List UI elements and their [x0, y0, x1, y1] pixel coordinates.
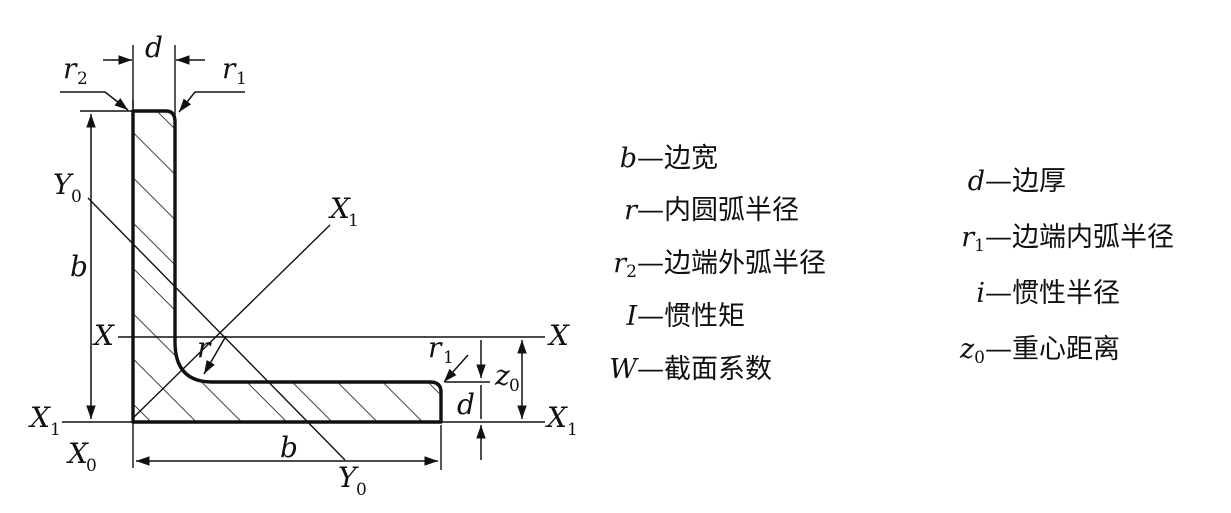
label-b-left: b	[70, 250, 88, 283]
label-y0-bottom-sub: 0	[356, 480, 367, 500]
legend-right-symbol-1: r1	[961, 222, 985, 256]
legend-right-text-0: —边厚	[985, 166, 1066, 197]
label-x-right: X	[547, 319, 570, 352]
legend-left-symbol-0: b	[620, 143, 637, 174]
label-x0: X	[66, 437, 89, 470]
label-r1-toe-sub: 1	[443, 348, 454, 368]
legend-left-text-1: —内圆弧半径	[637, 195, 799, 226]
legend-right-text-2: —惯性半径	[985, 278, 1120, 309]
label-x1-top: X	[328, 192, 351, 225]
label-d-top: d	[145, 31, 163, 64]
label-r1-toe: r	[428, 331, 443, 364]
label-r-inner: r	[197, 331, 212, 364]
legend-left-symbol-1: r	[624, 195, 639, 226]
r1-toe-leader	[443, 354, 469, 383]
axes	[62, 45, 545, 470]
y0-axis-line	[87, 197, 346, 461]
label-x1-right: X	[545, 401, 568, 434]
legend-left-text-4: —截面系数	[637, 354, 772, 385]
label-r1: r	[222, 52, 237, 85]
label-x1-left: X	[28, 401, 51, 434]
legend-left-symbol-3: I	[625, 301, 638, 332]
legend-left: b —边宽 r —内圆弧半径 r2 —边端外弧半径 I —惯性矩 W —截面系数	[609, 143, 826, 385]
label-z0: z	[494, 359, 510, 392]
label-z0-sub: 0	[509, 376, 520, 396]
label-y0-top: Y	[53, 168, 74, 201]
legend-left-symbol-2: r2	[613, 248, 637, 282]
dimension-lines	[60, 55, 527, 466]
legend-right-symbol-2: i	[976, 278, 985, 309]
label-x0-sub: 0	[86, 456, 97, 476]
diagram-labels: d r 2 r 1 Y 0 X 1 b X X r r 1 z 0 d X 1 …	[28, 31, 578, 500]
legend-left-text-3: —惯性矩	[637, 301, 745, 332]
legend-right-text-1: —边端内弧半径	[985, 222, 1174, 253]
section-hatching	[133, 111, 441, 422]
legend-right-text-3: —重心距离	[985, 334, 1120, 365]
label-d-right: d	[457, 388, 475, 421]
angle-section	[131, 109, 443, 424]
r-inner-leader	[203, 335, 227, 375]
r2-leader	[60, 91, 129, 111]
x1-diagonal-axis-line	[132, 224, 331, 419]
label-r2-sub: 2	[77, 69, 88, 89]
label-x1-left-sub: 1	[50, 420, 61, 440]
label-y0-bottom: Y	[338, 461, 359, 494]
r1-leader	[178, 91, 245, 113]
label-y0-top-sub: 0	[71, 187, 82, 207]
legend-left-symbol-4: W	[609, 354, 639, 385]
label-b-bottom: b	[280, 431, 298, 464]
label-x-left: X	[92, 319, 115, 352]
label-r1-sub: 1	[236, 69, 247, 89]
legend-right: d —边厚 r1 —边端内弧半径 i —惯性半径 z0 —重心距离	[959, 166, 1174, 368]
legend-left-text-0: —边宽	[637, 143, 718, 174]
legend-right-symbol-0: d	[968, 166, 985, 197]
legend-left-text-2: —边端外弧半径	[637, 248, 826, 279]
label-r2: r	[63, 52, 78, 85]
section-outline	[131, 109, 443, 424]
label-x1-right-sub: 1	[567, 420, 578, 440]
label-x1-top-sub: 1	[348, 211, 359, 231]
legend-right-symbol-3: z0	[959, 334, 985, 368]
